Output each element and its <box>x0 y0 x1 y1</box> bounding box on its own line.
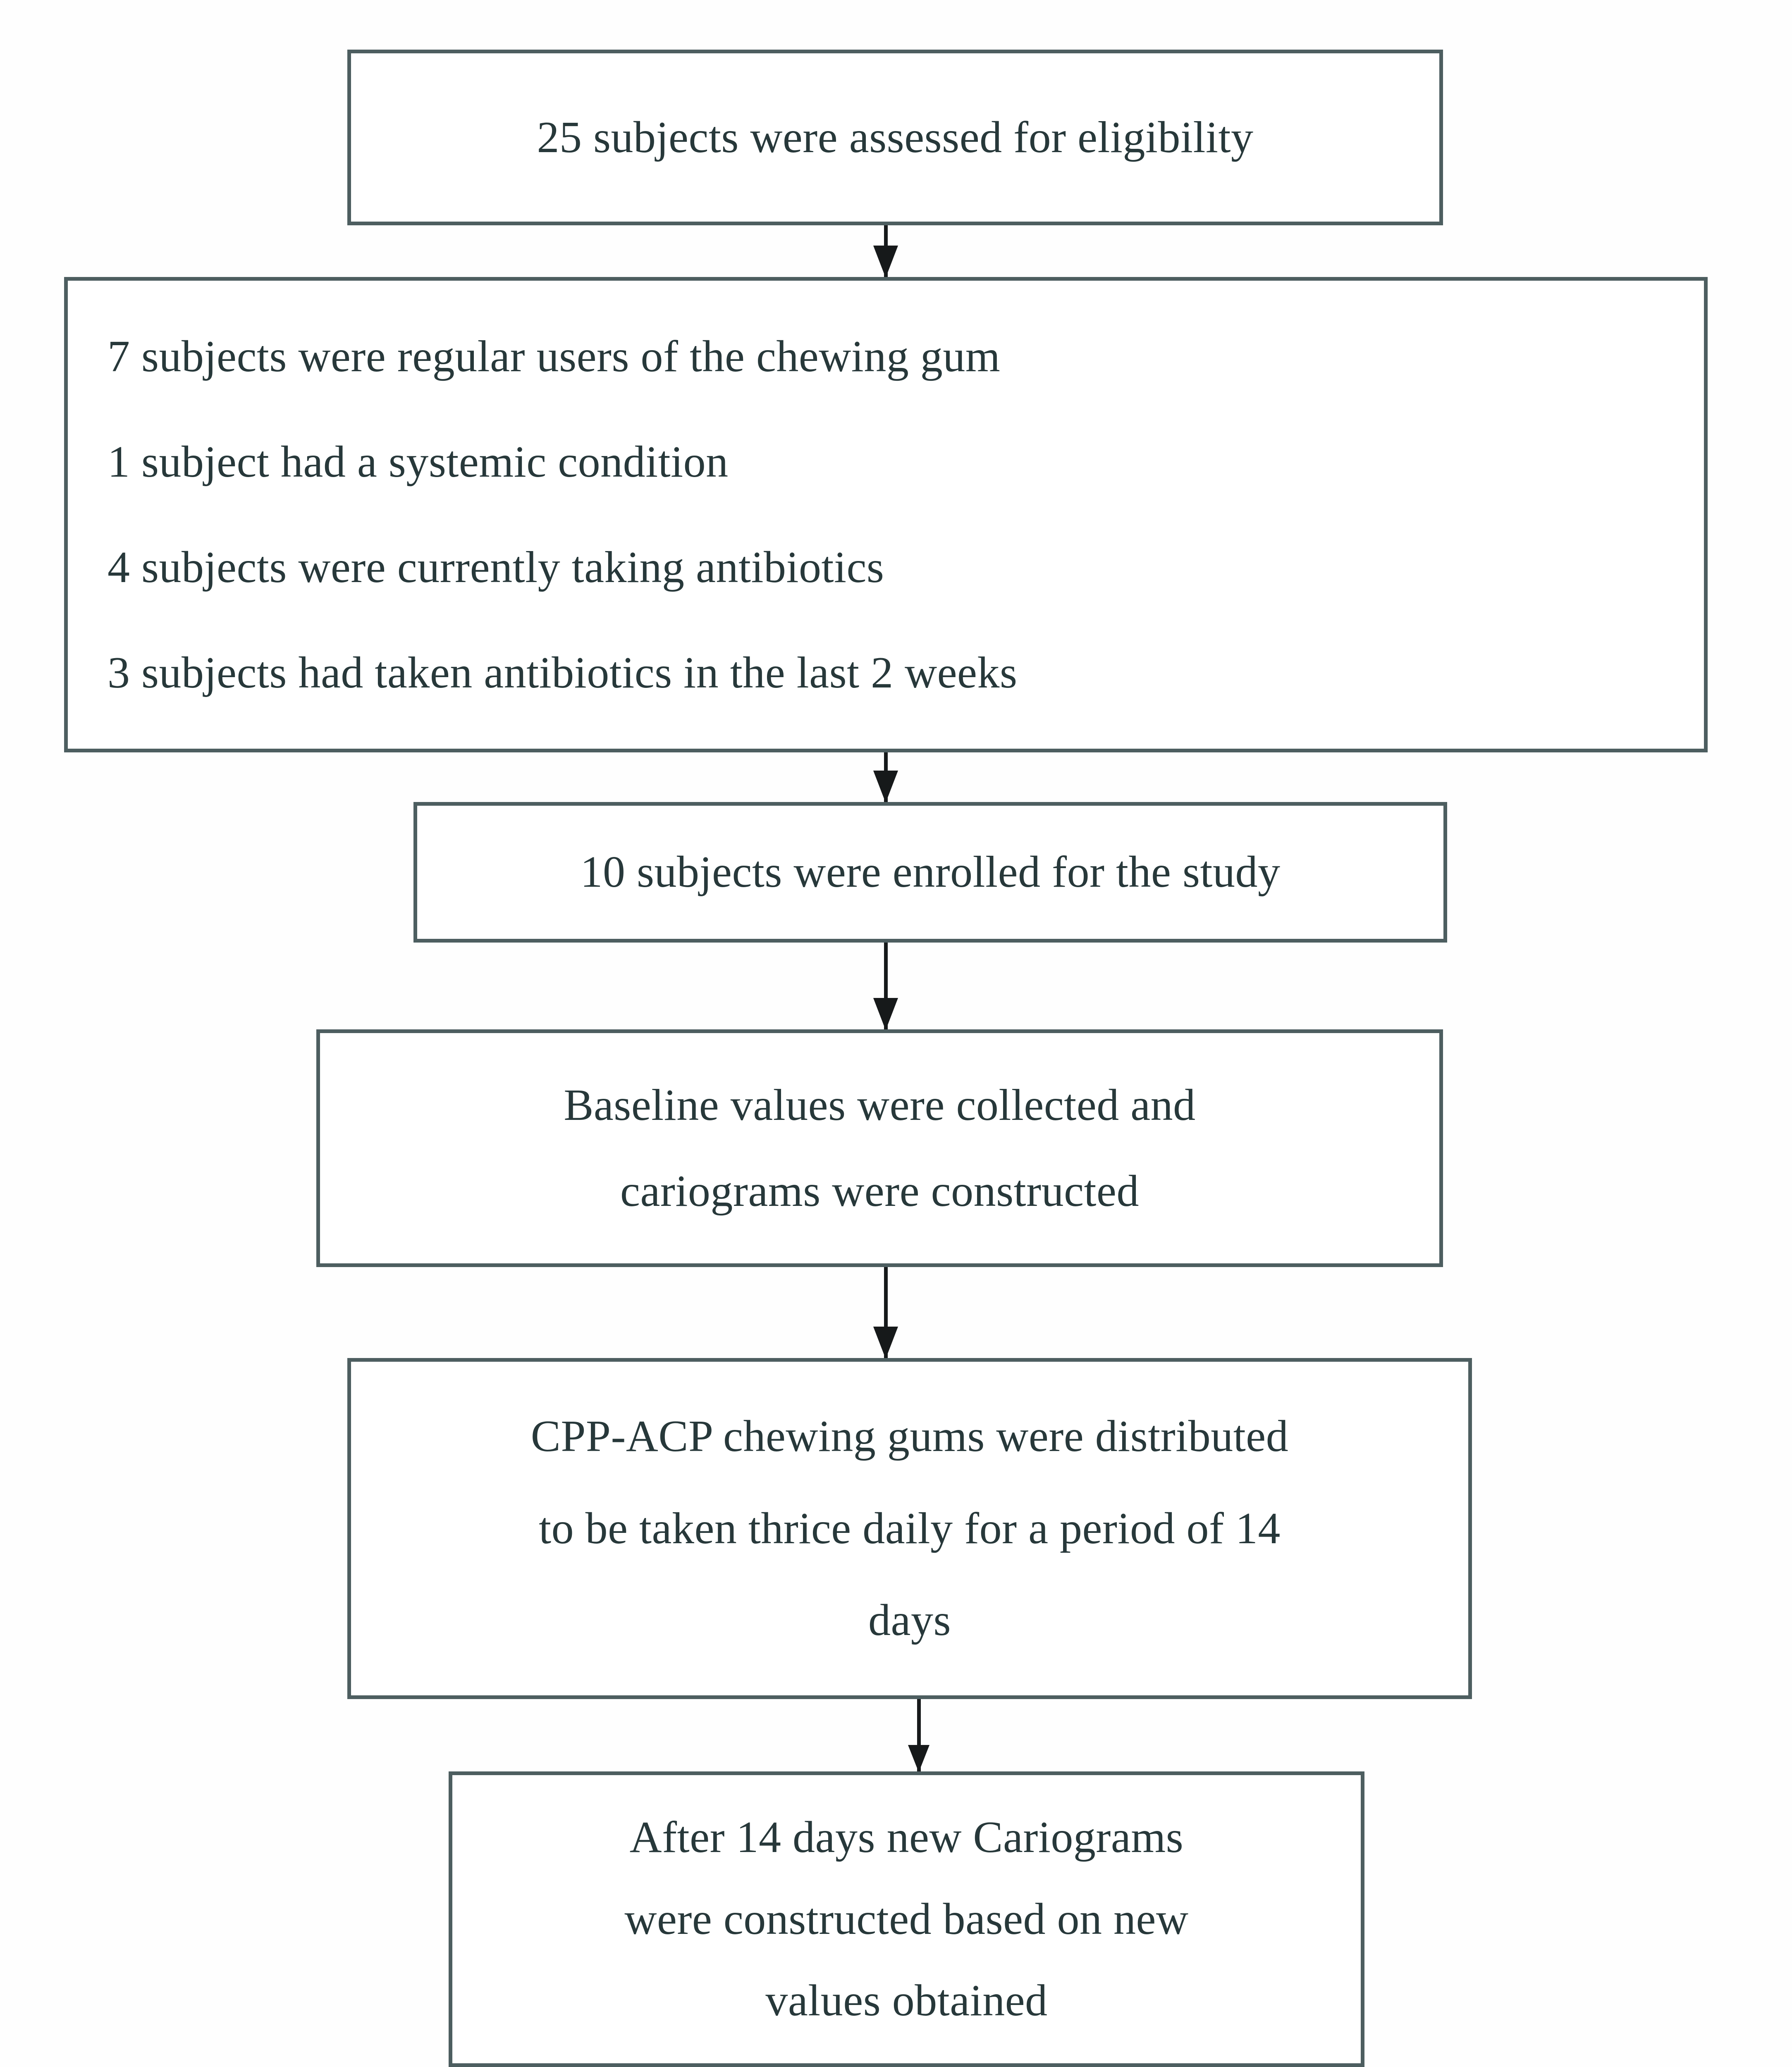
exclusion-line-1: 7 subjects were regular users of the che… <box>108 332 1001 381</box>
arrow-head-icon <box>873 1327 898 1359</box>
node-enrolled-for-study: 10 subjects were enrolled for the study <box>413 802 1447 943</box>
node-cpp-acp-intervention: CPP-ACP chewing gums were distributed to… <box>347 1358 1472 1699</box>
arrow-head-icon <box>873 998 898 1030</box>
node-followup-cariograms: After 14 days new Cariograms were constr… <box>449 1771 1364 2067</box>
intervention-line-3: days <box>868 1596 951 1645</box>
baseline-line-1: Baseline values were collected and <box>564 1080 1196 1130</box>
arrow-head-icon <box>873 771 898 803</box>
arrow-head-icon <box>908 1745 929 1772</box>
exclusion-line-4: 3 subjects had taken antibiotics in the … <box>108 648 1018 697</box>
node-baseline-values: Baseline values were collected and cario… <box>316 1029 1443 1267</box>
followup-line-1: After 14 days new Cariograms <box>629 1813 1184 1862</box>
baseline-line-2: cariograms were constructed <box>620 1167 1139 1216</box>
followup-line-3: values obtained <box>765 1976 1048 2026</box>
node-assessed-line-1: 25 subjects were assessed for eligibilit… <box>537 112 1254 162</box>
node-exclusion-reasons: 7 subjects were regular users of the che… <box>64 277 1708 752</box>
intervention-line-2: to be taken thrice daily for a period of… <box>539 1504 1281 1553</box>
node-assessed-for-eligibility: 25 subjects were assessed for eligibilit… <box>347 50 1443 225</box>
node-enrolled-line-1: 10 subjects were enrolled for the study <box>580 847 1281 897</box>
intervention-line-1: CPP-ACP chewing gums were distributed <box>530 1412 1289 1461</box>
arrow-head-icon <box>873 246 898 278</box>
arrow-shaft <box>917 1699 921 1771</box>
exclusion-line-3: 4 subjects were currently taking antibio… <box>108 542 884 592</box>
arrow-shaft <box>884 1267 888 1358</box>
followup-line-2: were constructed based on new <box>624 1894 1189 1944</box>
arrow-shaft <box>884 943 888 1029</box>
exclusion-line-2: 1 subject had a systemic condition <box>108 437 729 487</box>
